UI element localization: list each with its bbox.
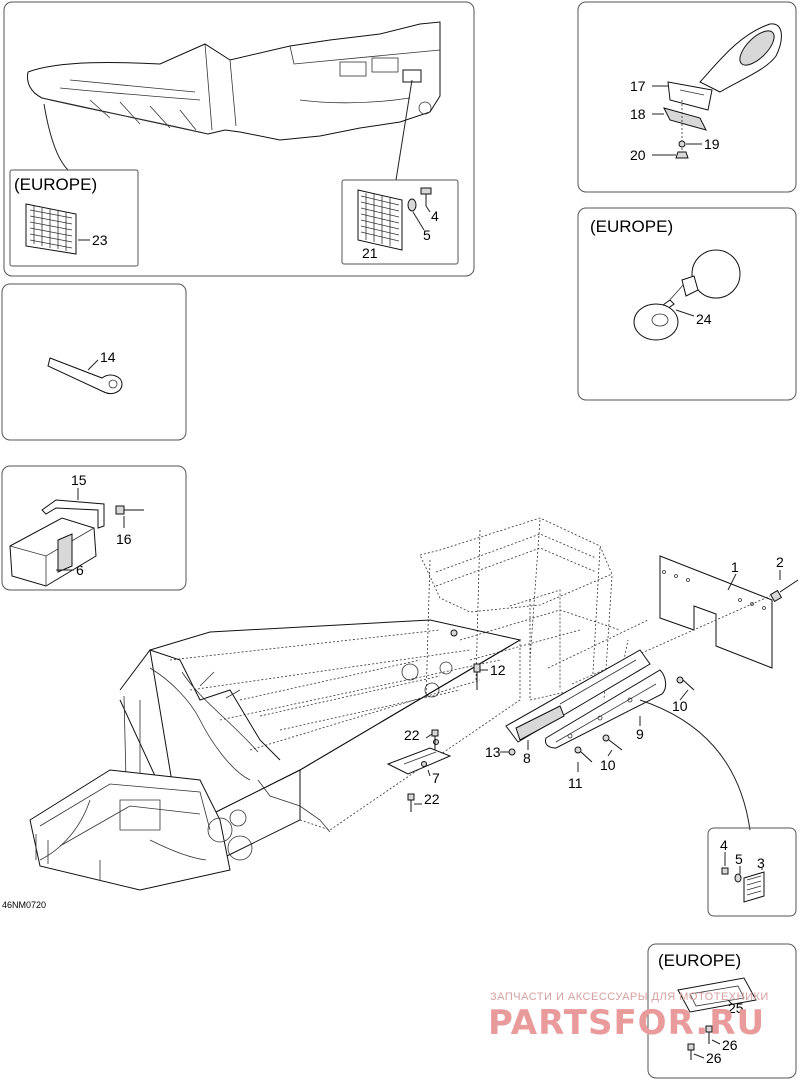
callout-19: 19 bbox=[704, 136, 720, 152]
callout-22: 22 bbox=[424, 791, 440, 807]
watermark-tagline: ЗАПЧАСТИ И АКСЕССУАРЫ ДЛЯ МОТОТЕХНИКИ bbox=[490, 991, 769, 1003]
panel-plate-europe: (EUROPE) 25 26 26 bbox=[647, 943, 797, 1079]
callout-25: 25 bbox=[728, 1000, 744, 1016]
callout-22: 22 bbox=[404, 727, 420, 743]
screw-19-nut-20-drawing bbox=[675, 100, 689, 159]
panel-handle: 17 18 19 20 bbox=[577, 1, 797, 193]
reflector-21-drawing bbox=[357, 189, 403, 251]
washer-5-drawing bbox=[407, 198, 417, 212]
rivet-11-drawing bbox=[574, 746, 593, 763]
panel-rear-reflector: 4 5 3 bbox=[707, 827, 797, 917]
rivet-10-drawing bbox=[602, 676, 695, 751]
callout-20: 20 bbox=[630, 147, 646, 163]
callout-26: 26 bbox=[706, 1050, 722, 1066]
callout-4: 4 bbox=[431, 208, 439, 224]
handle-17-drawing bbox=[667, 23, 782, 111]
diagram-code: 46NM0720 bbox=[2, 900, 46, 910]
europe-label: (EUROPE) bbox=[590, 217, 673, 236]
panel-wrench: 14 bbox=[1, 283, 187, 441]
callout-21: 21 bbox=[362, 245, 378, 261]
callout-8: 8 bbox=[523, 750, 531, 766]
panel-bumper-reflectors: (EUROPE) 23 4 bbox=[3, 1, 475, 277]
box-6-drawing bbox=[9, 517, 97, 587]
nut-13-drawing bbox=[508, 748, 516, 756]
callout-26: 26 bbox=[722, 1037, 738, 1053]
callout-5: 5 bbox=[423, 227, 431, 243]
callout-10: 10 bbox=[600, 757, 616, 773]
callout-2: 2 bbox=[776, 554, 784, 570]
callout-24: 24 bbox=[696, 311, 712, 327]
callout-23: 23 bbox=[92, 232, 108, 248]
stopper-7-drawing bbox=[386, 739, 452, 775]
rear-bumper-drawing bbox=[27, 21, 441, 141]
callout-14: 14 bbox=[100, 349, 116, 365]
mud-flap-1-drawing bbox=[659, 555, 773, 669]
screw-4-washer-5-drawing bbox=[721, 867, 742, 883]
plate-18-drawing bbox=[663, 107, 707, 131]
bolt-12-drawing bbox=[473, 663, 481, 690]
main-chassis-drawing: 1 2 12 13 8 9 10 10 11 7 22 22 bbox=[29, 517, 799, 891]
callout-13: 13 bbox=[485, 744, 501, 760]
watermark: ЗАПЧАСТИ И АКСЕССУАРЫ ДЛЯ МОТОТЕХНИКИ PA… bbox=[488, 991, 769, 1043]
callout-4: 4 bbox=[720, 837, 728, 853]
callout-12: 12 bbox=[490, 662, 506, 678]
side-rail-8-drawing bbox=[505, 649, 651, 743]
screw-22-drawing bbox=[407, 729, 439, 812]
callout-16: 16 bbox=[116, 531, 132, 547]
screw-4-drawing bbox=[420, 187, 432, 206]
plate-25-drawing bbox=[677, 977, 757, 1013]
panel-box-bracket: 15 16 6 bbox=[1, 465, 187, 591]
screw-2-drawing bbox=[769, 579, 799, 603]
callout-15: 15 bbox=[71, 472, 87, 488]
callout-10: 10 bbox=[672, 698, 688, 714]
screw-16-drawing bbox=[115, 505, 144, 515]
horn-24-drawing bbox=[633, 249, 741, 341]
callout-18: 18 bbox=[630, 106, 646, 122]
screw-26-drawing bbox=[687, 1025, 713, 1060]
europe-label: (EUROPE) bbox=[14, 175, 97, 194]
reflector-3-drawing bbox=[743, 871, 765, 903]
europe-reflector-subpanel: (EUROPE) 23 bbox=[9, 169, 139, 267]
reflector-23-drawing bbox=[25, 203, 77, 255]
callout-11: 11 bbox=[568, 775, 583, 791]
callout-1: 1 bbox=[731, 559, 739, 575]
watermark-logo: PARTSFOR.RU bbox=[488, 1003, 765, 1043]
bracket-15-drawing bbox=[41, 499, 105, 529]
callout-9: 9 bbox=[636, 726, 644, 742]
side-extrusion-9-drawing bbox=[545, 669, 667, 749]
callout-6: 6 bbox=[76, 562, 84, 578]
reflector-mount-subpanel: 4 5 21 bbox=[341, 179, 459, 265]
callout-7: 7 bbox=[432, 770, 440, 786]
europe-label: (EUROPE) bbox=[658, 951, 741, 970]
panel-horn-europe: (EUROPE) 24 bbox=[577, 207, 797, 401]
wrench-14-drawing bbox=[47, 357, 123, 395]
callout-17: 17 bbox=[630, 78, 646, 94]
callout-3: 3 bbox=[757, 855, 765, 871]
callout-5: 5 bbox=[735, 851, 743, 867]
